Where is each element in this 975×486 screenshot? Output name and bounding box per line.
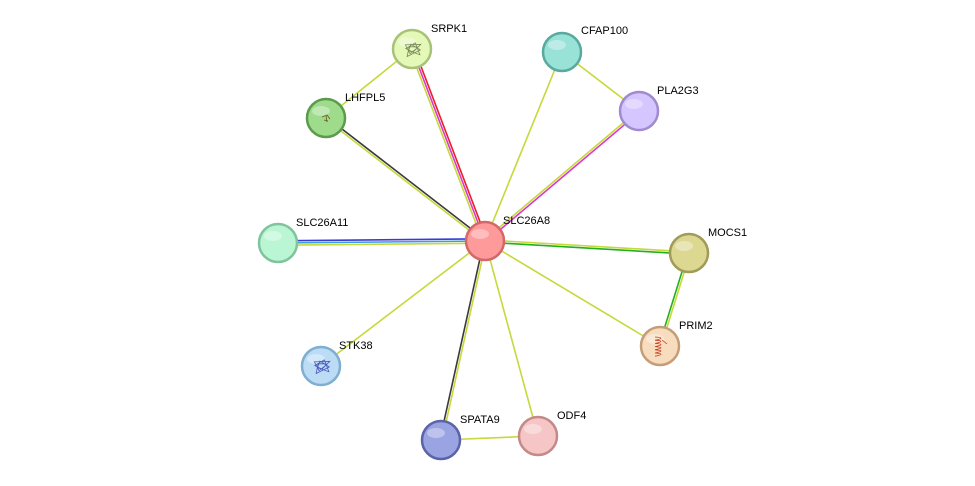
edge-slc26a8-stk38[interactable] bbox=[320, 240, 486, 367]
node-label: SLC26A11 bbox=[296, 217, 348, 229]
node-label: LHFPL5 bbox=[345, 92, 385, 104]
node-circle[interactable] bbox=[541, 31, 583, 73]
node-circle[interactable] bbox=[668, 232, 710, 274]
node-circle[interactable] bbox=[305, 97, 347, 139]
node-label: MOCS1 bbox=[708, 227, 747, 239]
node-circle[interactable] bbox=[420, 419, 462, 461]
node-slc26a8[interactable]: SLC26A8 bbox=[464, 215, 550, 262]
node-label: SPATA9 bbox=[460, 414, 500, 426]
node-label: PLA2G3 bbox=[657, 85, 699, 97]
edge-slc26a8-mocs1[interactable] bbox=[484, 239, 690, 255]
node-label: SLC26A8 bbox=[503, 215, 550, 227]
edge-evidence-experiments bbox=[411, 48, 486, 242]
node-circle[interactable] bbox=[464, 220, 506, 262]
node-spata9[interactable]: SPATA9 bbox=[420, 414, 500, 461]
edge-evidence-coexpression bbox=[439, 239, 485, 441]
edge-evidence-coexpression bbox=[325, 116, 487, 241]
edge-evidence-neighborhood bbox=[484, 241, 690, 255]
edge-evidence-cooccurrence bbox=[277, 238, 486, 242]
edge-evidence-textmining bbox=[320, 240, 486, 367]
node-circle[interactable] bbox=[391, 28, 433, 70]
node-cfap100[interactable]: CFAP100 bbox=[541, 25, 628, 73]
node-stk38[interactable]: STK38 bbox=[300, 340, 373, 387]
edge-slc26a8-prim2[interactable] bbox=[484, 240, 661, 347]
edge-evidence-textmining bbox=[441, 240, 487, 442]
edge-evidence-textmining bbox=[324, 118, 486, 243]
edge-evidence-textmining bbox=[409, 48, 484, 243]
edge-evidence-textmining bbox=[484, 240, 539, 437]
node-circle[interactable] bbox=[517, 415, 559, 457]
edge-slc26a8-cfap100[interactable] bbox=[484, 51, 563, 242]
edge-evidence-experiments bbox=[484, 111, 641, 243]
edge-evidence-textmining bbox=[484, 240, 661, 347]
node-mocs1[interactable]: MOCS1 bbox=[668, 227, 747, 274]
node-circle[interactable] bbox=[257, 222, 299, 264]
node-label: SRPK1 bbox=[431, 23, 467, 35]
edge-slc26a8-lhfpl5[interactable] bbox=[324, 116, 487, 243]
edge-slc26a8-pla2g3[interactable] bbox=[483, 109, 641, 243]
node-srpk1[interactable]: SRPK1 bbox=[391, 23, 467, 70]
edge-slc26a8-slc26a11[interactable] bbox=[277, 238, 486, 246]
node-label: CFAP100 bbox=[581, 25, 628, 37]
node-slc26a11[interactable]: SLC26A11 bbox=[257, 217, 348, 264]
node-label: PRIM2 bbox=[679, 320, 713, 332]
node-circle[interactable] bbox=[300, 345, 342, 387]
edge-evidence-textmining bbox=[277, 242, 486, 246]
edge-evidence-textmining bbox=[483, 109, 640, 241]
node-label: ODF4 bbox=[557, 410, 586, 422]
edge-evidence-textmining bbox=[484, 51, 563, 242]
edge-evidence-fusion bbox=[413, 47, 488, 242]
node-pla2g3[interactable]: PLA2G3 bbox=[618, 85, 699, 132]
node-odf4[interactable]: ODF4 bbox=[517, 410, 586, 457]
node-circle[interactable] bbox=[618, 90, 660, 132]
edge-slc26a8-spata9[interactable] bbox=[439, 239, 487, 442]
edge-evidence-textmining bbox=[484, 239, 690, 253]
edge-slc26a8-odf4[interactable] bbox=[484, 240, 539, 437]
node-circle[interactable] bbox=[639, 325, 681, 367]
node-prim2[interactable]: PRIM2 bbox=[639, 320, 713, 367]
node-lhfpl5[interactable]: LHFPL5 bbox=[305, 92, 385, 139]
edge-slc26a8-srpk1[interactable] bbox=[409, 47, 488, 243]
edge-evidence-database bbox=[277, 240, 486, 244]
node-label: STK38 bbox=[339, 340, 373, 352]
